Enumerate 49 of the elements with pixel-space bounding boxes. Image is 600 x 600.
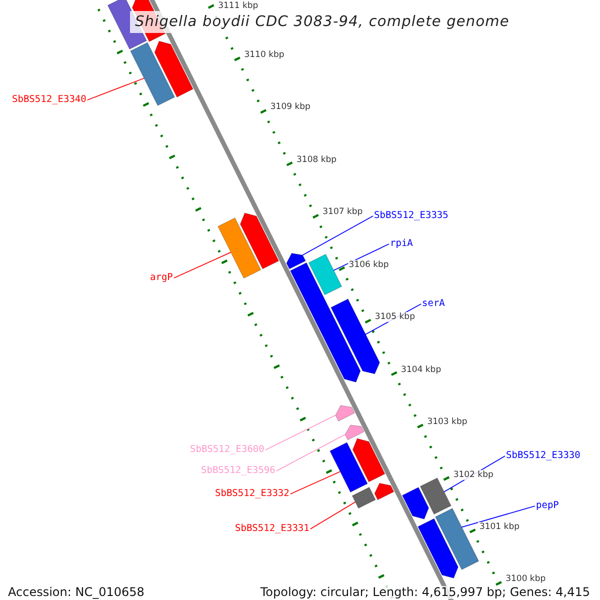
leader-line <box>461 506 536 528</box>
leader-line <box>173 252 232 278</box>
accession-text: Accession: NC_010658 <box>8 586 144 599</box>
gene-block <box>418 518 458 578</box>
gene-block <box>308 254 342 296</box>
gene-label: SbBS512_E3335 <box>374 210 448 222</box>
gene-block <box>435 508 480 570</box>
gene-block <box>420 478 452 515</box>
gene-block <box>352 486 376 509</box>
gene-block <box>286 252 306 270</box>
scale-label: 3102 kbp <box>452 470 494 480</box>
scale-label: 3109 kbp <box>269 102 312 112</box>
scale-label: 3103 kbp <box>426 417 468 428</box>
scale-label: 3110 kbp <box>243 50 286 60</box>
scale-label: 3108 kbp <box>296 154 338 165</box>
gene-label: SbBS512_E3340 <box>12 94 86 106</box>
leader-line <box>86 78 145 100</box>
scale-label: 3105 kbp <box>374 312 416 322</box>
gene-block <box>130 42 176 106</box>
gene-label: serA <box>422 298 445 310</box>
gene-block <box>330 442 368 493</box>
gene-block <box>335 405 355 422</box>
leader-line <box>310 502 356 530</box>
gene-label: SbBS512_E3600 <box>190 444 264 456</box>
gene-block <box>154 40 194 98</box>
gene-label: SbBS512_E3330 <box>506 450 580 462</box>
gene-block <box>218 217 262 279</box>
leader-line <box>333 244 390 271</box>
gene-label: SbBS512_E3596 <box>201 465 276 477</box>
gene-label: pepP <box>536 500 559 512</box>
leader-line <box>276 434 346 472</box>
gene-label: SbBS512_E3332 <box>215 488 290 500</box>
leader-line <box>290 471 341 494</box>
scale-label: 3100 kbp <box>504 574 547 584</box>
scale-label: 3111 kbp <box>217 1 260 11</box>
leader-line <box>302 216 374 256</box>
gene-block <box>402 486 430 520</box>
leader-line <box>264 414 336 450</box>
scale-label: 3107 kbp <box>322 207 364 218</box>
gene-label: rpiA <box>390 238 413 250</box>
scale-label: 3101 kbp <box>478 522 521 532</box>
gene-block <box>374 482 394 500</box>
scale-label: 3106 kbp <box>348 260 390 270</box>
gene-label: argP <box>150 272 173 284</box>
gene-block <box>240 212 280 270</box>
gene-block <box>352 438 386 482</box>
genome-stats-text: Topology: circular; Length: 4,615,997 bp; Genes: 4,415 <box>258 586 592 599</box>
scale-label: 3104 kbp <box>400 364 442 375</box>
gene-label: SbBS512_E3331 <box>235 523 310 535</box>
